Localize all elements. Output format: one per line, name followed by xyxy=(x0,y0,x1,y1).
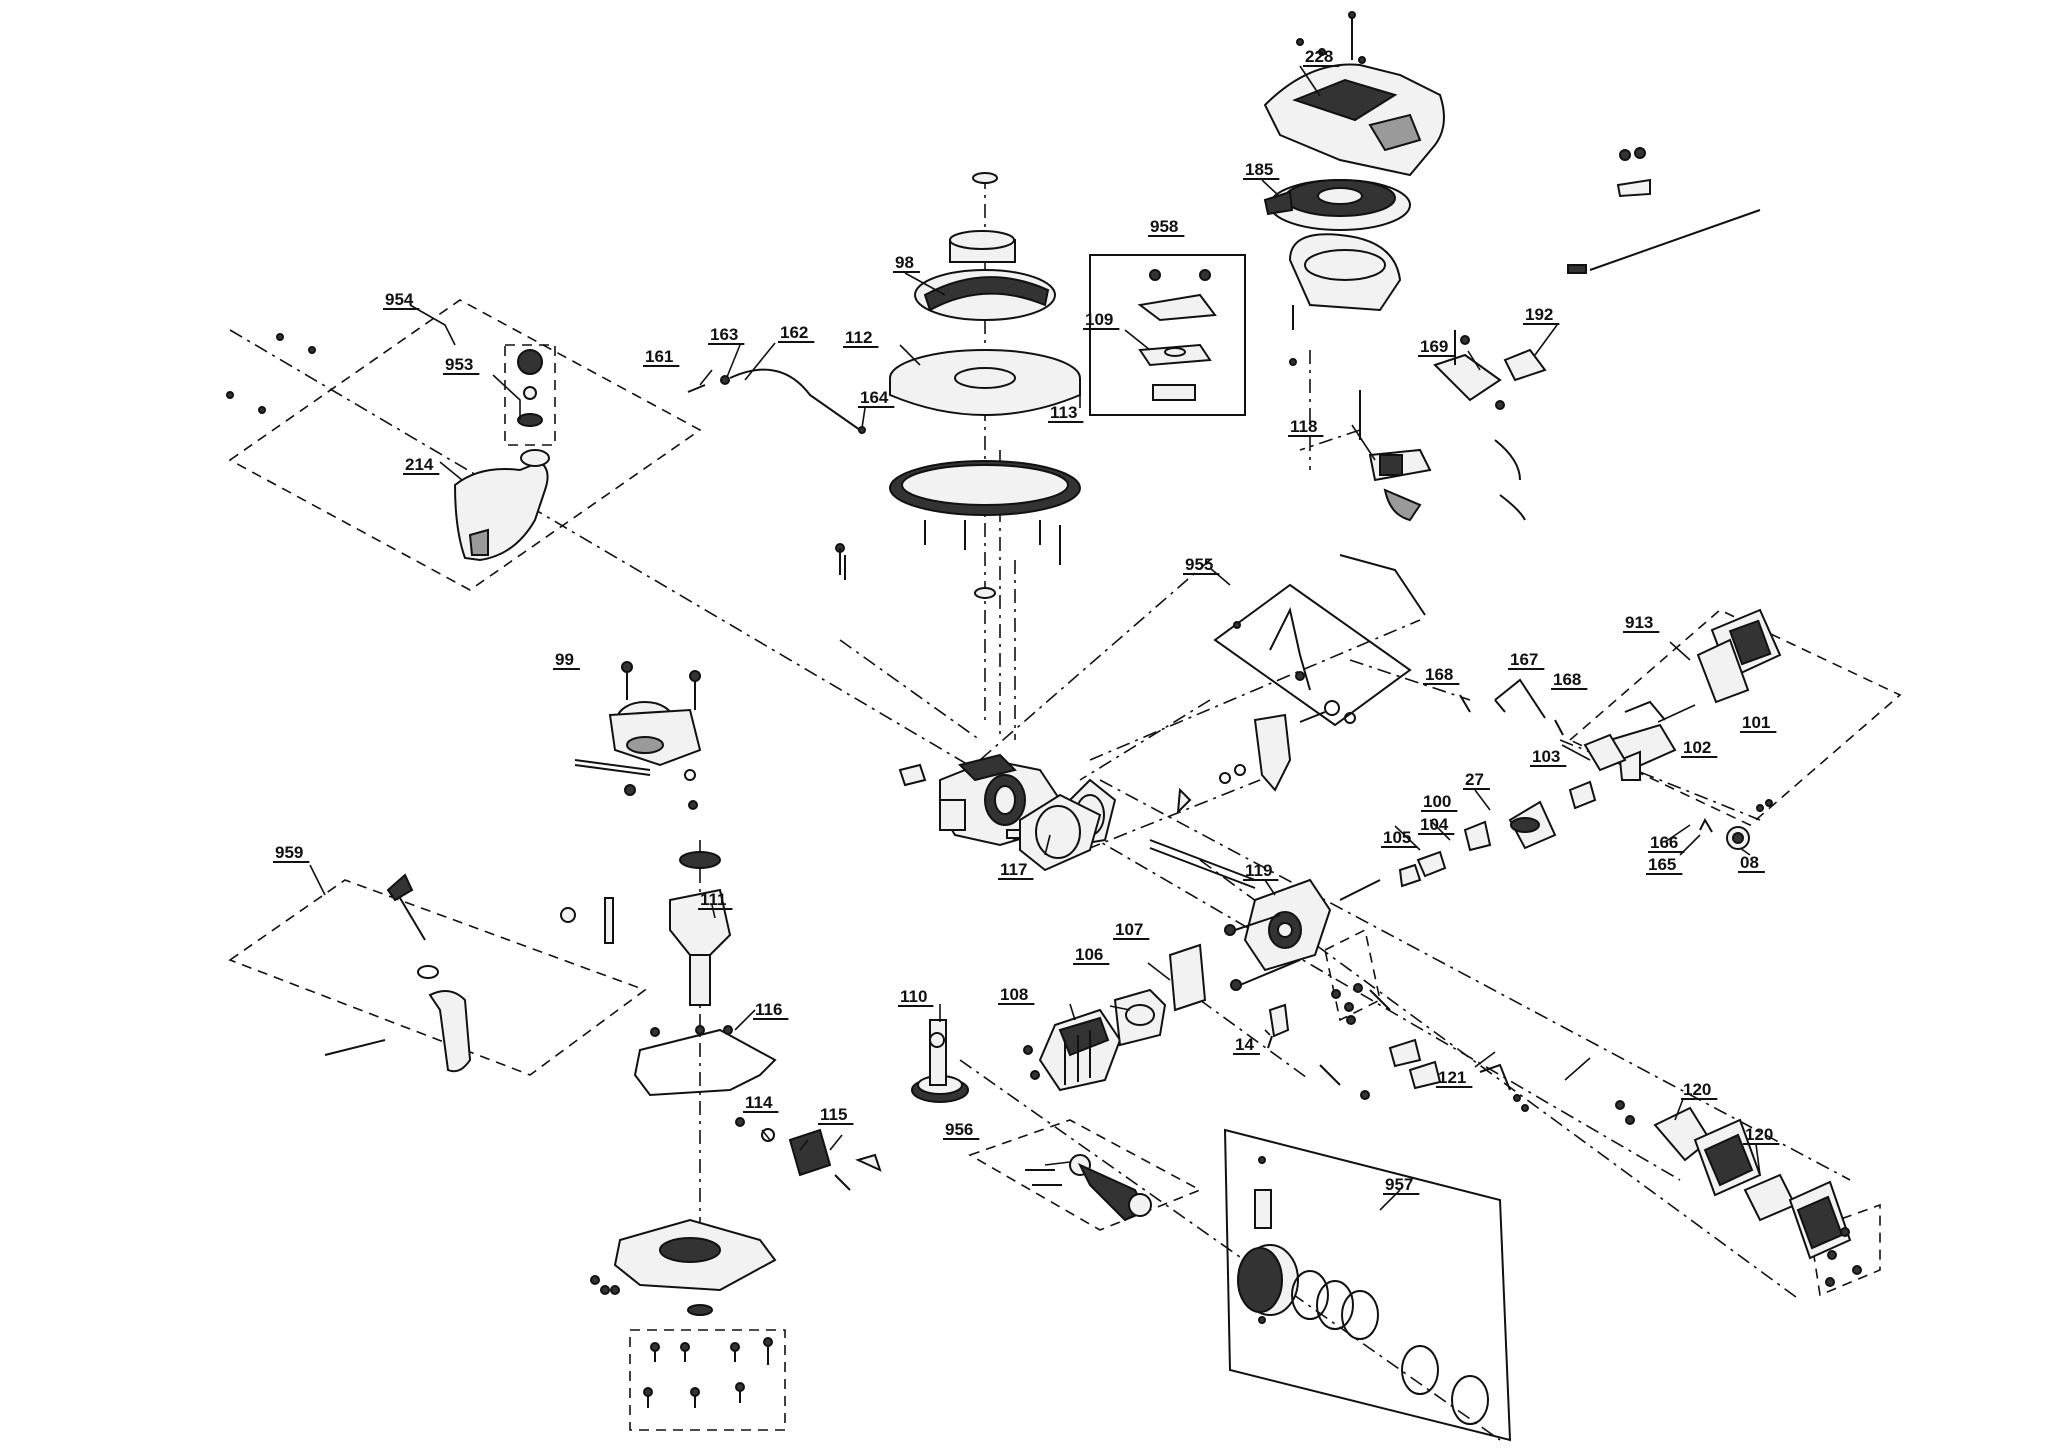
callout-113: 113 xyxy=(1050,403,1077,422)
muffler-part xyxy=(1023,943,1207,1092)
callout-118: 118 xyxy=(1290,417,1317,436)
callout-214: 214 xyxy=(405,455,434,474)
group-box-956 xyxy=(968,1119,1202,1231)
callout-115: 115 xyxy=(820,1105,847,1124)
group-boxes xyxy=(228,254,1902,1442)
callout-120a: 120 xyxy=(1683,1080,1711,1099)
callout-101: 101 xyxy=(1742,713,1770,732)
callout-168a: 168 xyxy=(1425,665,1453,684)
group-box-hardware-right xyxy=(1809,1203,1881,1297)
governor-linkage-part xyxy=(1176,554,1426,815)
piston-rings-part xyxy=(1237,1156,1489,1425)
engine-cover-part xyxy=(1263,11,1445,177)
group-box-959 xyxy=(228,879,647,1076)
flywheel-assembly-part xyxy=(844,172,1081,599)
callout-27: 27 xyxy=(1465,770,1484,789)
callout-14: 14 xyxy=(1235,1035,1254,1054)
callout-107: 107 xyxy=(1115,920,1143,939)
callout-163: 163 xyxy=(710,325,738,344)
group-box-955 xyxy=(1213,583,1412,727)
callout-106: 106 xyxy=(1075,945,1103,964)
leader-lines xyxy=(309,65,1761,1211)
parts xyxy=(226,11,1862,1425)
callout-112: 112 xyxy=(845,328,872,347)
valve-cover-part xyxy=(1615,1100,1862,1287)
callout-labels: 228 185 958 98 109 954 161 163 162 953 112 164 113 19… xyxy=(273,47,1780,1195)
callout-111: 111 xyxy=(700,890,727,909)
callout-959: 959 xyxy=(275,843,303,862)
callout-168b: 168 xyxy=(1553,670,1581,689)
group-box-958 xyxy=(1089,254,1246,416)
callout-166: 166 xyxy=(1650,833,1678,852)
callout-109: 109 xyxy=(1085,310,1113,329)
callout-102: 102 xyxy=(1683,738,1711,757)
governor-housing-part xyxy=(574,661,702,810)
engine-block-part xyxy=(835,543,1117,847)
callout-121: 121 xyxy=(1438,1068,1466,1087)
dipstick-part xyxy=(324,873,614,1073)
callout-98: 98 xyxy=(895,253,914,272)
callout-957: 957 xyxy=(1385,1175,1413,1194)
callout-108: 108 xyxy=(1000,985,1028,1004)
callout-114: 114 xyxy=(745,1093,773,1112)
spark-plug-part xyxy=(1267,983,1529,1112)
callout-116: 116 xyxy=(755,1000,782,1019)
callout-08: 08 xyxy=(1740,853,1759,872)
ignition-module-part xyxy=(1359,147,1761,522)
callout-192: 192 xyxy=(1525,305,1553,324)
throttle-cable-part xyxy=(687,368,866,434)
callout-169: 169 xyxy=(1420,337,1448,356)
callout-228: 228 xyxy=(1305,47,1333,66)
group-box-base-screws xyxy=(629,1329,786,1431)
governor-gear-part xyxy=(735,1117,882,1191)
callout-955: 955 xyxy=(1185,555,1213,574)
ignition-plate-part xyxy=(1137,269,1217,401)
callout-953: 953 xyxy=(445,355,473,374)
callout-99: 99 xyxy=(555,650,574,669)
group-box-953 xyxy=(504,344,556,446)
crankshaft-part xyxy=(590,851,777,1316)
group-box-913 xyxy=(1568,609,1902,826)
callout-167: 167 xyxy=(1510,650,1538,669)
recoil-starter-part xyxy=(1263,179,1411,366)
group-box-957 xyxy=(1223,1128,1512,1442)
callout-185: 185 xyxy=(1245,160,1273,179)
callout-120b: 120 xyxy=(1745,1125,1773,1144)
camshaft-part xyxy=(911,1019,969,1103)
fuel-tank-part xyxy=(226,333,550,562)
group-box-954 xyxy=(228,299,702,591)
cylinder-gasket-part xyxy=(1019,793,1102,872)
callout-104: 104 xyxy=(1420,815,1449,834)
callout-100: 100 xyxy=(1423,792,1451,811)
callout-119: 119 xyxy=(1245,861,1272,880)
callout-954: 954 xyxy=(385,290,414,309)
callout-956: 956 xyxy=(945,1120,973,1139)
cylinder-head-part xyxy=(1149,839,1381,991)
callout-103: 103 xyxy=(1532,747,1560,766)
air-filter-part xyxy=(1398,608,1782,888)
base-screws-part xyxy=(643,1337,773,1408)
callout-117: 117 xyxy=(1000,860,1027,879)
callout-164: 164 xyxy=(860,388,889,407)
callout-162: 162 xyxy=(780,323,808,342)
callout-958: 958 xyxy=(1150,217,1178,236)
callout-105: 105 xyxy=(1383,828,1411,847)
callout-161: 161 xyxy=(645,347,673,366)
callout-913: 913 xyxy=(1625,613,1653,632)
callout-110: 110 xyxy=(900,987,927,1006)
assembly-axis-lines xyxy=(229,175,1851,1441)
connecting-rod-part xyxy=(1025,1154,1152,1222)
callout-165: 165 xyxy=(1648,855,1676,874)
